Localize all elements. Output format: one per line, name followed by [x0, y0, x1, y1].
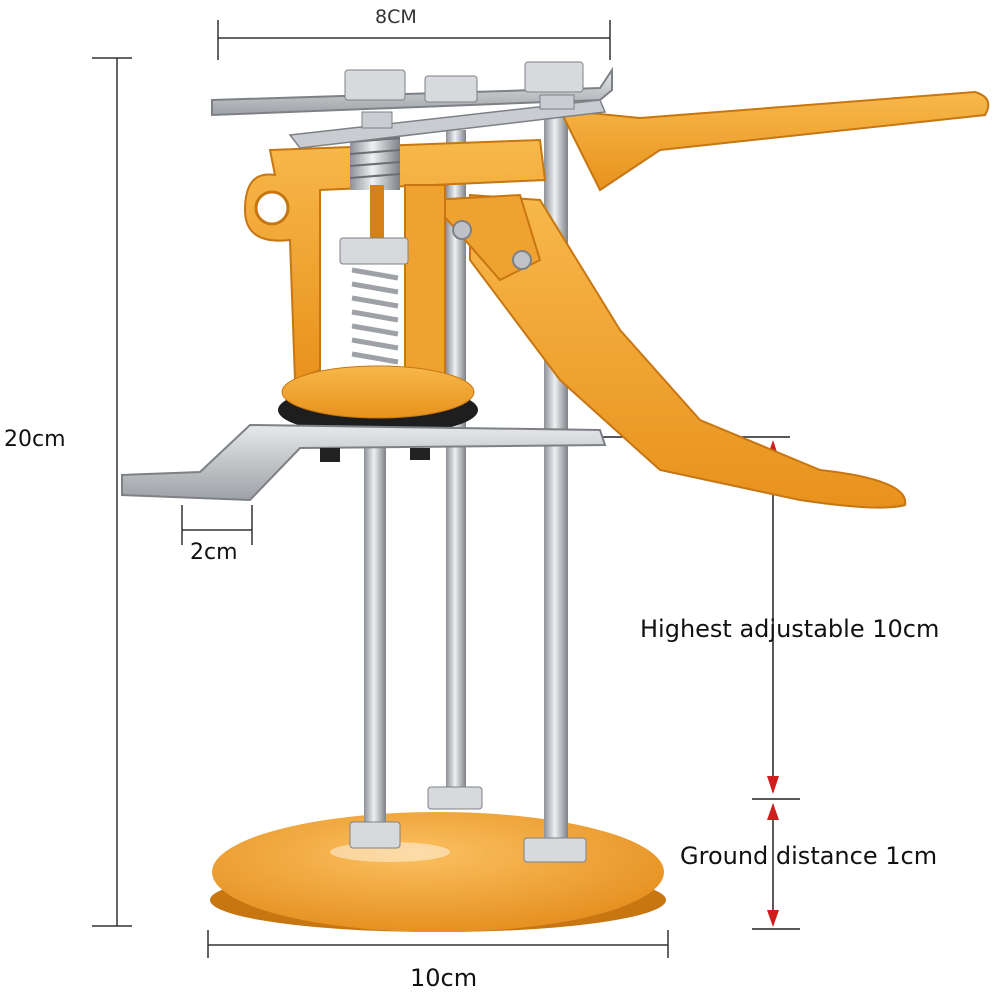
dimension-total-height: [92, 57, 132, 927]
dimension-top-width: [217, 20, 611, 60]
foot-pad: [278, 365, 478, 435]
clip-width-label: 2cm: [190, 540, 238, 565]
top-width-label: 8CM: [375, 6, 417, 28]
spring-assembly: [339, 130, 409, 365]
ground-distance-label: Ground distance 1cm: [680, 842, 938, 870]
dimension-ground-distance: [752, 803, 800, 930]
total-height-label: 20cm: [4, 427, 66, 452]
top-plate: [211, 66, 613, 149]
base-nuts: [349, 786, 587, 863]
base-width-label: 10cm: [410, 964, 478, 992]
bottom-plate: [121, 423, 607, 502]
max-adjust-label: Highest adjustable 10cm: [640, 615, 940, 643]
dimension-clip-width: [181, 505, 253, 545]
round-base: [210, 812, 666, 932]
top-nuts: [344, 61, 584, 129]
dimension-base-width: [207, 930, 669, 958]
